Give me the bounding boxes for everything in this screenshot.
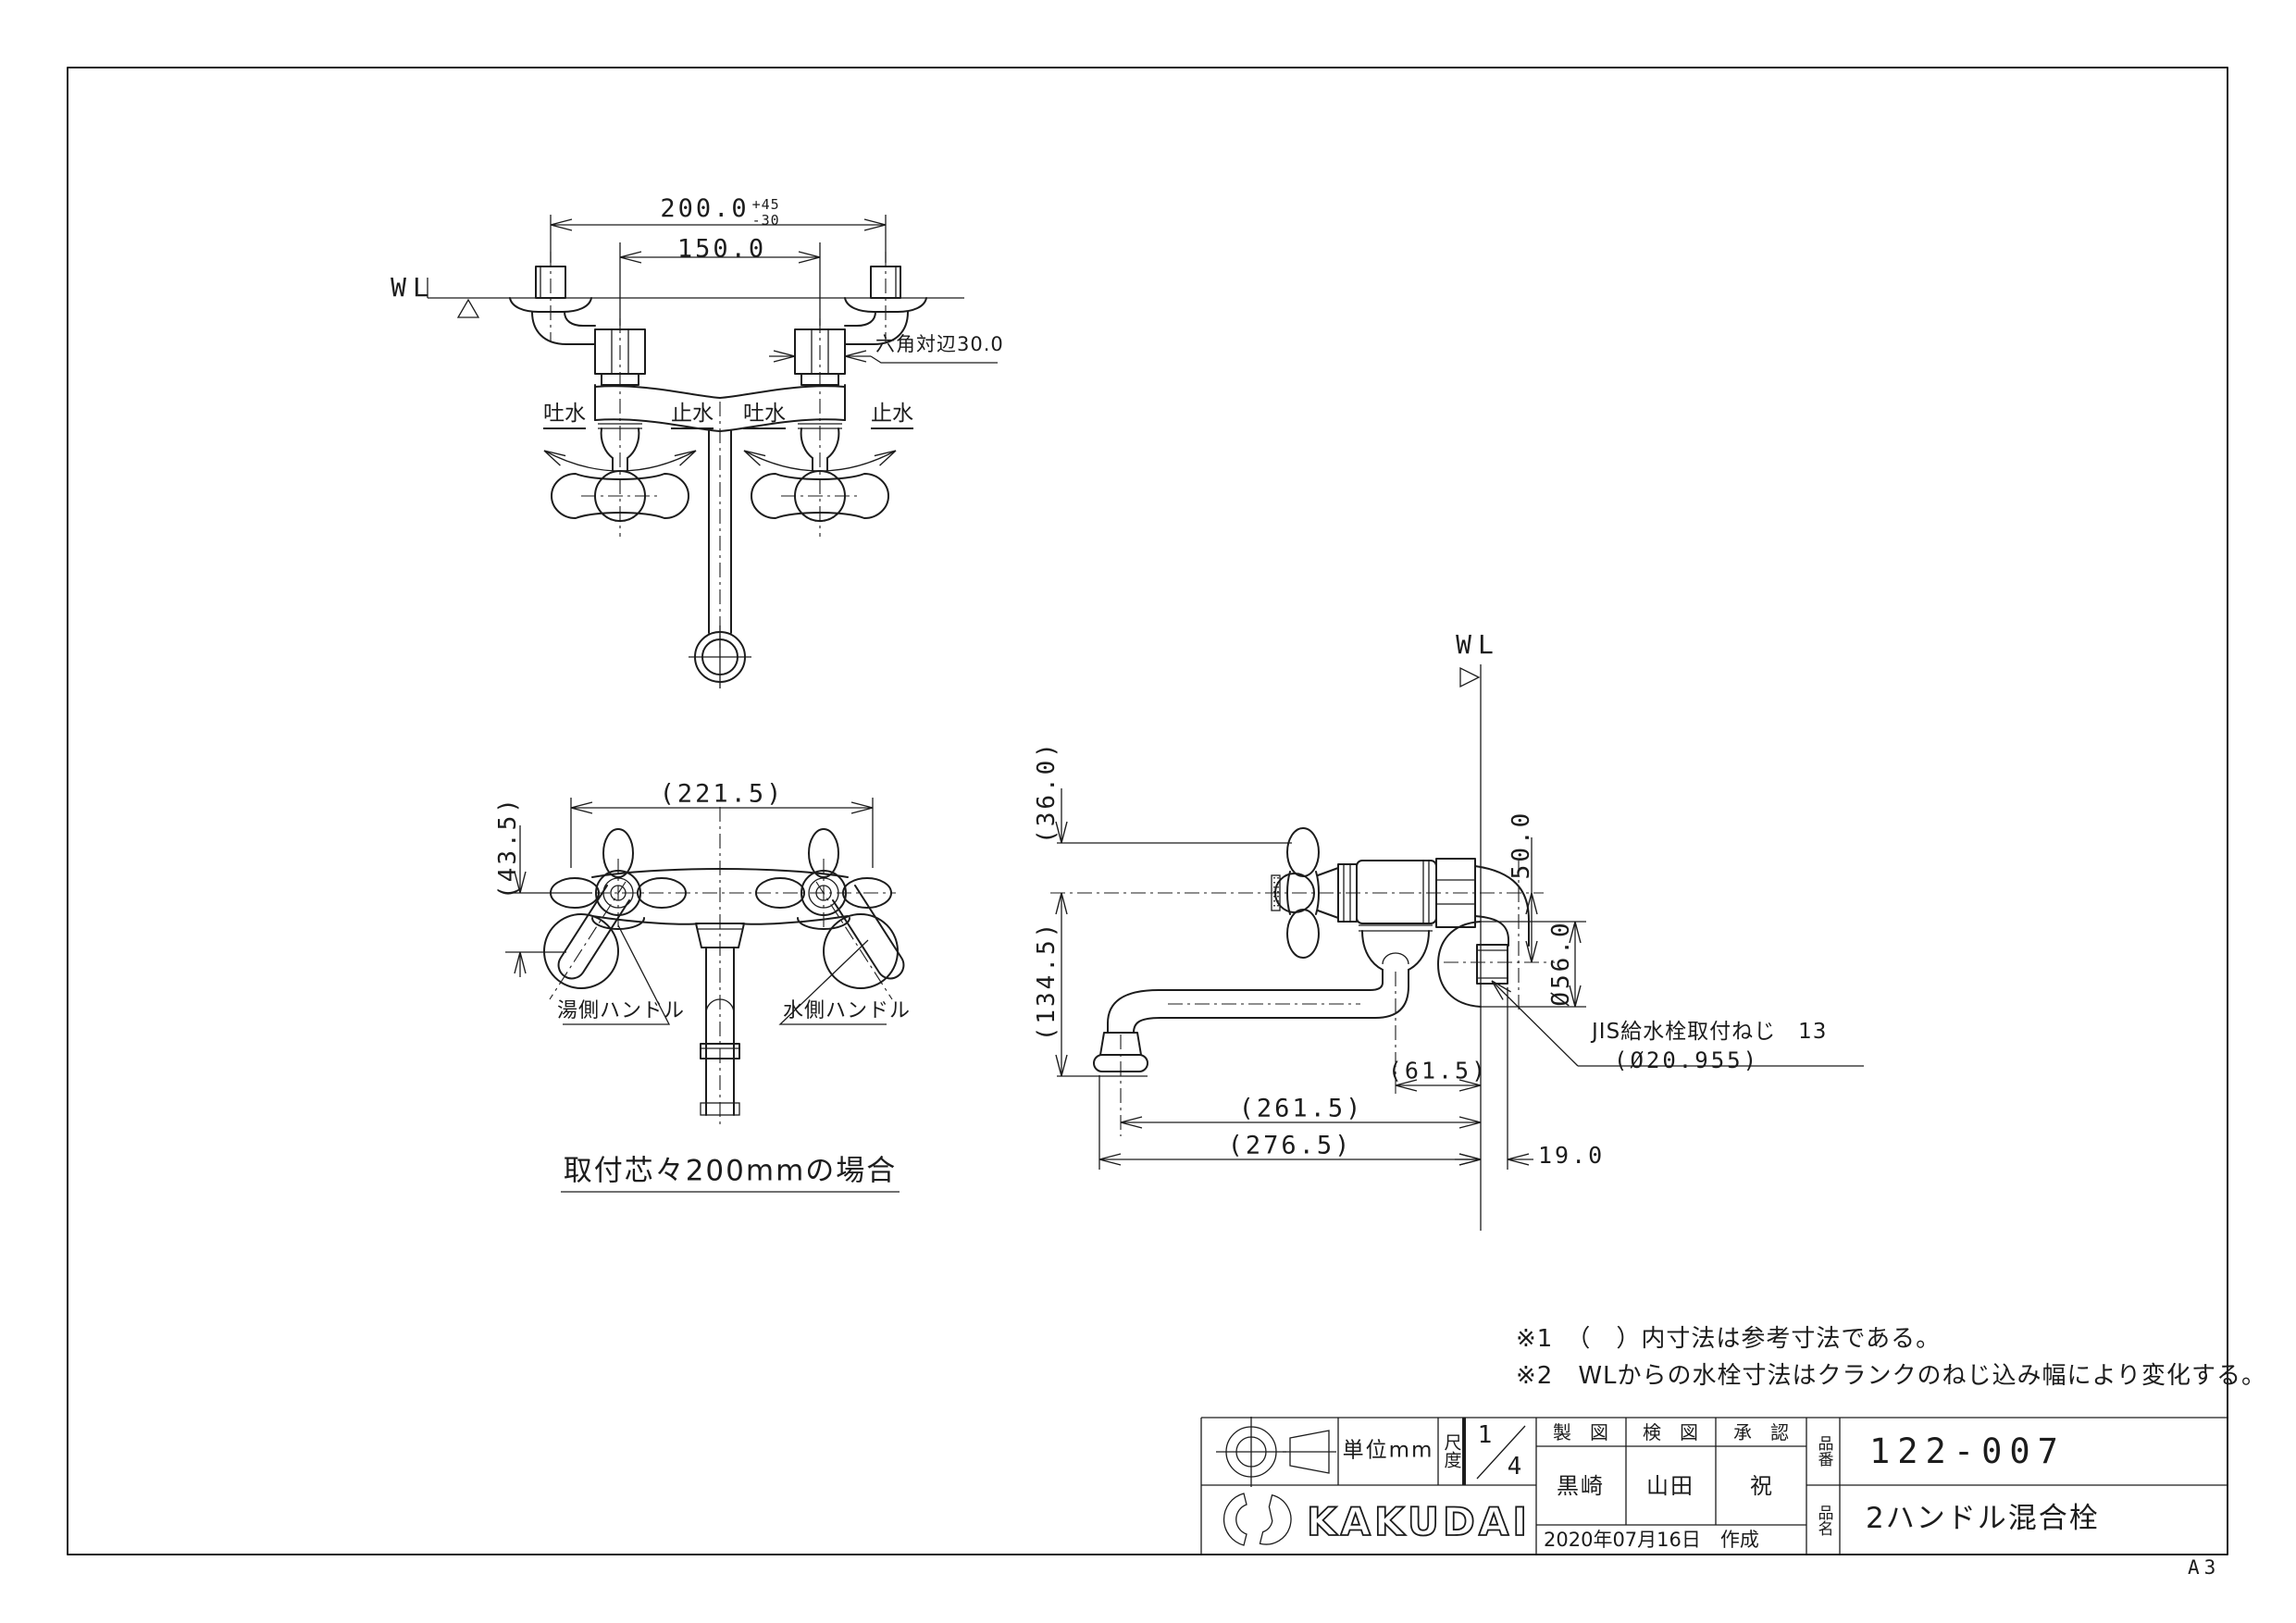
crank-offset-dimension: 50.0 (1508, 810, 1535, 880)
overall-width-dimension: (221.5) (659, 779, 785, 809)
kakudai-logo-mark (1222, 1493, 1292, 1546)
open-water-label: 吐水 (543, 403, 586, 429)
mounting-pitch-dimension: 200.0+45-30 (660, 196, 779, 228)
handle-offset-dimension: (43.5) (494, 796, 522, 899)
drafted-header: 製 図 (1553, 1421, 1608, 1443)
note-1: ※1 （ ）内寸法は参考寸法である。 (1516, 1325, 1942, 1353)
cold-handle-label: 水側ハンドル (783, 999, 912, 1022)
approved-by-name: 祝 (1750, 1473, 1772, 1499)
mounting-pitch-value: 200.0 (660, 194, 750, 223)
approved-header: 承 認 (1733, 1421, 1789, 1443)
part-number-label: 品番 (1814, 1435, 1833, 1467)
unit-label: 単位mm (1342, 1438, 1434, 1463)
part-number-value: 122-007 (1869, 1431, 2066, 1471)
part-name-value: 2ハンドル混合栓 (1866, 1502, 2100, 1535)
part-name-label: 品名 (1814, 1505, 1833, 1536)
top-view-linework (427, 215, 998, 688)
spout-drop-dimension: (134.5) (1033, 920, 1061, 1042)
kakudai-logo-text: KAKUDAI (1307, 1499, 1531, 1544)
stop-water-label: 止水 (871, 403, 913, 429)
thread-engagement-dimension: 19.0 (1538, 1142, 1606, 1169)
stop-water-label: 止水 (671, 403, 714, 429)
scale-denominator: 4 (1507, 1453, 1525, 1481)
sheet-size-label: A3 (2188, 1556, 2221, 1579)
created-date: 2020年07月16日 作成 (1544, 1529, 1759, 1551)
note-2: ※2 WLからの水栓寸法はクランクのねじ込み幅により変化する。 (1516, 1362, 2267, 1390)
drafted-by-name: 黒崎 (1557, 1473, 1605, 1499)
projection-symbol (1216, 1417, 1336, 1487)
checked-header: 検 図 (1643, 1421, 1698, 1443)
top-view-wall-line-label: WL (391, 272, 435, 303)
thread-diameter-note: (Ø20.955) (1614, 1047, 1760, 1073)
front-view-linework (505, 798, 905, 1193)
sheet-border (67, 67, 2228, 1555)
spout-axis-to-wall-dimension: (61.5) (1387, 1057, 1489, 1084)
handle-top-dimension: (36.0) (1033, 740, 1061, 844)
hex-width-note: 六角対辺30.0 (875, 333, 1004, 355)
thread-spec-note: JIS給水栓取付ねじ 13 (1592, 1020, 1828, 1044)
mounting-pitch-tol-lower: -30 (751, 211, 780, 229)
scale-numerator: 1 (1477, 1421, 1496, 1449)
hot-handle-label: 湯側ハンドル (557, 999, 686, 1022)
overall-reach-dimension: (276.5) (1227, 1131, 1353, 1160)
open-water-label: 吐水 (743, 403, 786, 429)
checked-by-name: 山田 (1646, 1473, 1694, 1499)
connection-pitch-dimension: 150.0 (676, 234, 767, 264)
title-block-grid (1200, 1417, 2228, 1555)
side-view-wall-line-label: WL (1456, 629, 1500, 660)
spout-reach-dimension: (261.5) (1238, 1094, 1364, 1123)
side-view-linework (1050, 664, 1864, 1231)
mounting-pitch-tol-upper: +45 (751, 196, 780, 213)
view-caption: 取付芯々200mmの場合 (563, 1154, 898, 1188)
flange-diameter-dimension: Ø56.0 (1547, 920, 1575, 1007)
scale-label: 尺度 (1441, 1433, 1462, 1468)
